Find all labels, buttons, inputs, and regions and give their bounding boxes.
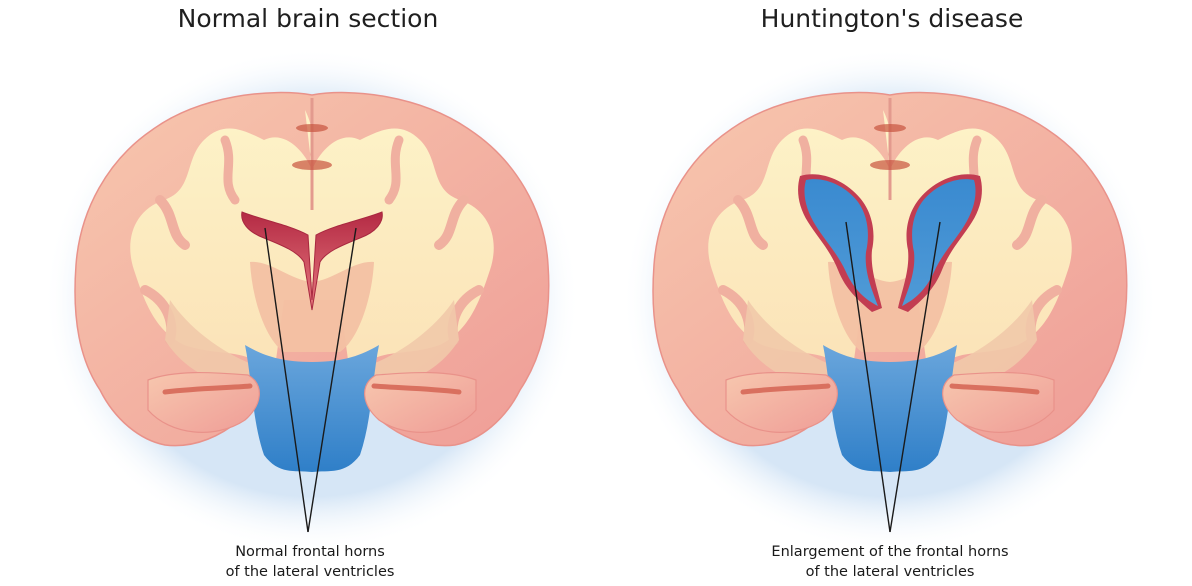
caption-normal-line1: Normal frontal horns [160,542,460,562]
caption-normal-line2: of the lateral ventricles [160,562,460,582]
caption-huntingtons-line1: Enlargement of the frontal horns [700,542,1080,562]
brainstem-shadow-left [245,345,379,472]
panel-title-normal: Normal brain section [108,4,508,33]
huntingtons-brain-illustration [622,48,1158,552]
normal-brain-illustration [44,48,580,552]
brainstem-shadow-right [823,345,957,472]
panel-title-huntingtons: Huntington's disease [692,4,1092,33]
caption-huntingtons-line2: of the lateral ventricles [700,562,1080,582]
caption-normal: Normal frontal horns of the lateral vent… [160,542,460,582]
caption-huntingtons: Enlargement of the frontal horns of the … [700,542,1080,582]
